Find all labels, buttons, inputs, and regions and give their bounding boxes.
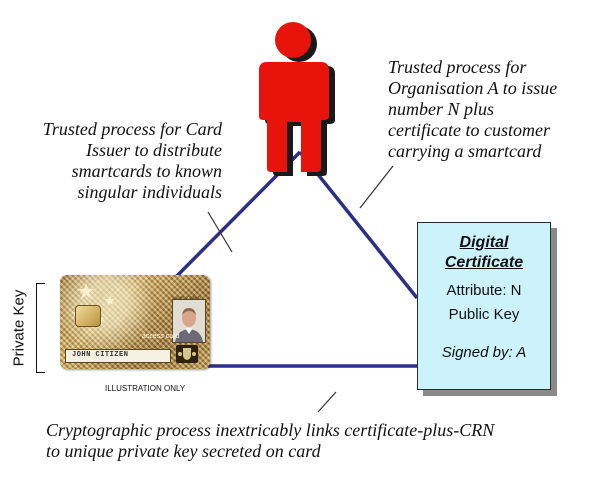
leader-cryptographic	[317, 391, 337, 413]
caption-cryptographic-process: Cryptographic process inextricably links…	[46, 420, 494, 462]
private-key-label: Private Key	[6, 280, 32, 376]
chip-icon	[75, 305, 101, 327]
caption-line: smartcards to known	[71, 161, 222, 181]
private-key-text: Private Key	[10, 289, 28, 367]
caption-line: carrying a smartcard	[388, 141, 542, 161]
cardholder-portrait	[173, 300, 205, 342]
caption-line: to unique private key secreted on card	[46, 441, 321, 461]
private-key-bracket	[36, 283, 45, 373]
caption-line: number N plus	[388, 99, 495, 119]
leader-issuer	[207, 211, 233, 253]
caption-line: Cryptographic process inextricably links…	[46, 420, 495, 440]
certificate-signed-by: Signed by: A	[441, 344, 527, 361]
cardholder-photo	[172, 299, 206, 343]
caption-card-issuer-process: Trusted process for Card Issuer to distr…	[43, 119, 222, 203]
certificate-title-line-2: Certificate	[444, 254, 524, 271]
card-name-field: JOHN CITIZEN	[65, 349, 171, 363]
caption-line: Organisation A to issue	[388, 78, 558, 98]
digital-certificate: Digital Certificate Attribute: N Public …	[417, 222, 551, 390]
card-access-label: access card	[142, 333, 180, 340]
caption-line: certificate to customer	[388, 120, 550, 140]
leader-organisation	[359, 165, 394, 209]
caption-line: Trusted process for Card	[42, 119, 222, 139]
card-holder-name: JOHN CITIZEN	[72, 351, 129, 359]
certificate-public-key: Public Key	[448, 306, 520, 323]
caption-line: Trusted process for	[388, 57, 527, 77]
crest-icon	[176, 345, 198, 363]
smart-card: SAMPLE CARD ONLY access card JOHN CITIZE…	[60, 275, 210, 369]
caption-line: singular individuals	[77, 182, 222, 202]
edge-person-to-certificate	[298, 150, 419, 300]
certificate-title-line-1: Digital	[459, 234, 509, 251]
certificate-attribute: Attribute: N	[446, 282, 522, 299]
caption-organisation-process: Trusted process for Organisation A to is…	[388, 57, 557, 162]
crest-emblem	[178, 348, 196, 360]
card-illustration-note: ILLUSTRATION ONLY	[105, 384, 186, 393]
person-icon	[259, 22, 335, 176]
caption-line: Issuer to distribute	[85, 140, 222, 160]
